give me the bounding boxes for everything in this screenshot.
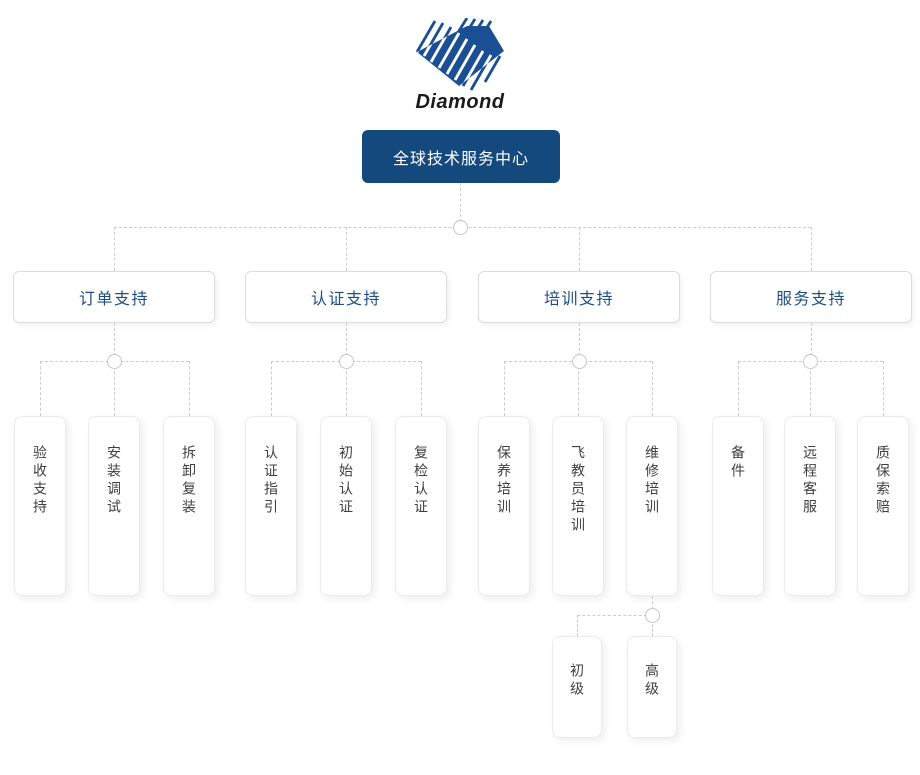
child-node-label: 拆卸复装: [181, 445, 197, 517]
branch-node-training-support: 培训支持: [478, 271, 680, 323]
connector-junction-dot: [572, 354, 587, 369]
child-node-repair-training: 维修培训: [626, 416, 678, 596]
child-node-label: 飞教员培训: [570, 445, 586, 535]
connector-line: [652, 615, 653, 636]
child-node-label: 安装调试: [106, 445, 122, 517]
connector-line: [577, 615, 652, 616]
child-node-label: 初级: [569, 663, 585, 699]
branch-node-order-support: 订单支持: [13, 271, 215, 323]
connector-junction-dot: [803, 354, 818, 369]
connector-line: [346, 227, 347, 271]
child-node-flight-instructor-training: 飞教员培训: [552, 416, 604, 596]
connector-line: [811, 227, 812, 271]
connector-line: [738, 361, 739, 416]
connector-junction-dot: [339, 354, 354, 369]
connector-line: [579, 227, 580, 271]
connector-line: [114, 361, 115, 416]
child-node-senior-level: 高级: [627, 636, 677, 738]
child-node-label: 保养培训: [496, 445, 512, 517]
connector-line: [114, 227, 115, 271]
child-node-acceptance-support: 验收支持: [14, 416, 66, 596]
connector-junction-dot: [645, 608, 660, 623]
branch-node-label: 服务支持: [775, 291, 846, 308]
child-node-maintenance-training: 保养培训: [478, 416, 530, 596]
branch-node-label: 认证支持: [310, 291, 381, 308]
connector-line: [811, 323, 812, 361]
child-node-warranty-claims: 质保索赔: [857, 416, 909, 596]
connector-line: [578, 361, 579, 416]
connector-line: [652, 596, 653, 615]
child-node-label: 维修培训: [644, 445, 660, 517]
connector-line: [504, 361, 505, 416]
child-node-certification-guide: 认证指引: [245, 416, 297, 596]
child-node-initial-certification: 初始认证: [320, 416, 372, 596]
brand-wordmark: Diamond: [415, 91, 505, 113]
connector-junction-dot: [453, 220, 468, 235]
child-node-recheck-certification: 复检认证: [395, 416, 447, 596]
child-node-label: 验收支持: [32, 445, 48, 517]
branch-node-certification-support: 认证支持: [245, 271, 447, 323]
branch-node-service-support: 服务支持: [710, 271, 912, 323]
branch-node-label: 订单支持: [78, 291, 149, 308]
root-node-label: 全球技术服务中心: [392, 150, 529, 168]
child-node-label: 复检认证: [413, 445, 429, 517]
connector-junction-dot: [107, 354, 122, 369]
child-node-remote-customer-service: 远程客服: [784, 416, 836, 596]
child-node-label: 质保索赔: [875, 445, 891, 517]
child-node-label: 远程客服: [802, 445, 818, 517]
connector-line: [40, 361, 41, 416]
child-node-label: 初始认证: [338, 445, 354, 517]
child-node-spare-parts: 备件: [712, 416, 764, 596]
root-node-global-service-center: 全球技术服务中心: [362, 130, 560, 183]
connector-line: [652, 361, 653, 416]
child-node-disassembly-reassembly: 拆卸复装: [163, 416, 215, 596]
connector-line: [460, 183, 461, 227]
child-node-label: 备件: [730, 445, 746, 481]
connector-line: [883, 361, 884, 416]
child-node-label: 高级: [644, 663, 660, 699]
connector-line: [189, 361, 190, 416]
branch-node-label: 培训支持: [543, 291, 614, 308]
connector-line: [114, 323, 115, 361]
connector-line: [421, 361, 422, 416]
connector-line: [579, 323, 580, 361]
connector-line: [810, 361, 811, 416]
diamond-logo-icon: [415, 18, 504, 91]
child-node-junior-level: 初级: [552, 636, 602, 738]
connector-line: [346, 361, 347, 416]
child-node-label: 认证指引: [263, 445, 279, 517]
child-node-installation-debugging: 安装调试: [88, 416, 140, 596]
connector-line: [346, 323, 347, 361]
connector-line: [577, 615, 578, 636]
connector-line: [271, 361, 272, 416]
